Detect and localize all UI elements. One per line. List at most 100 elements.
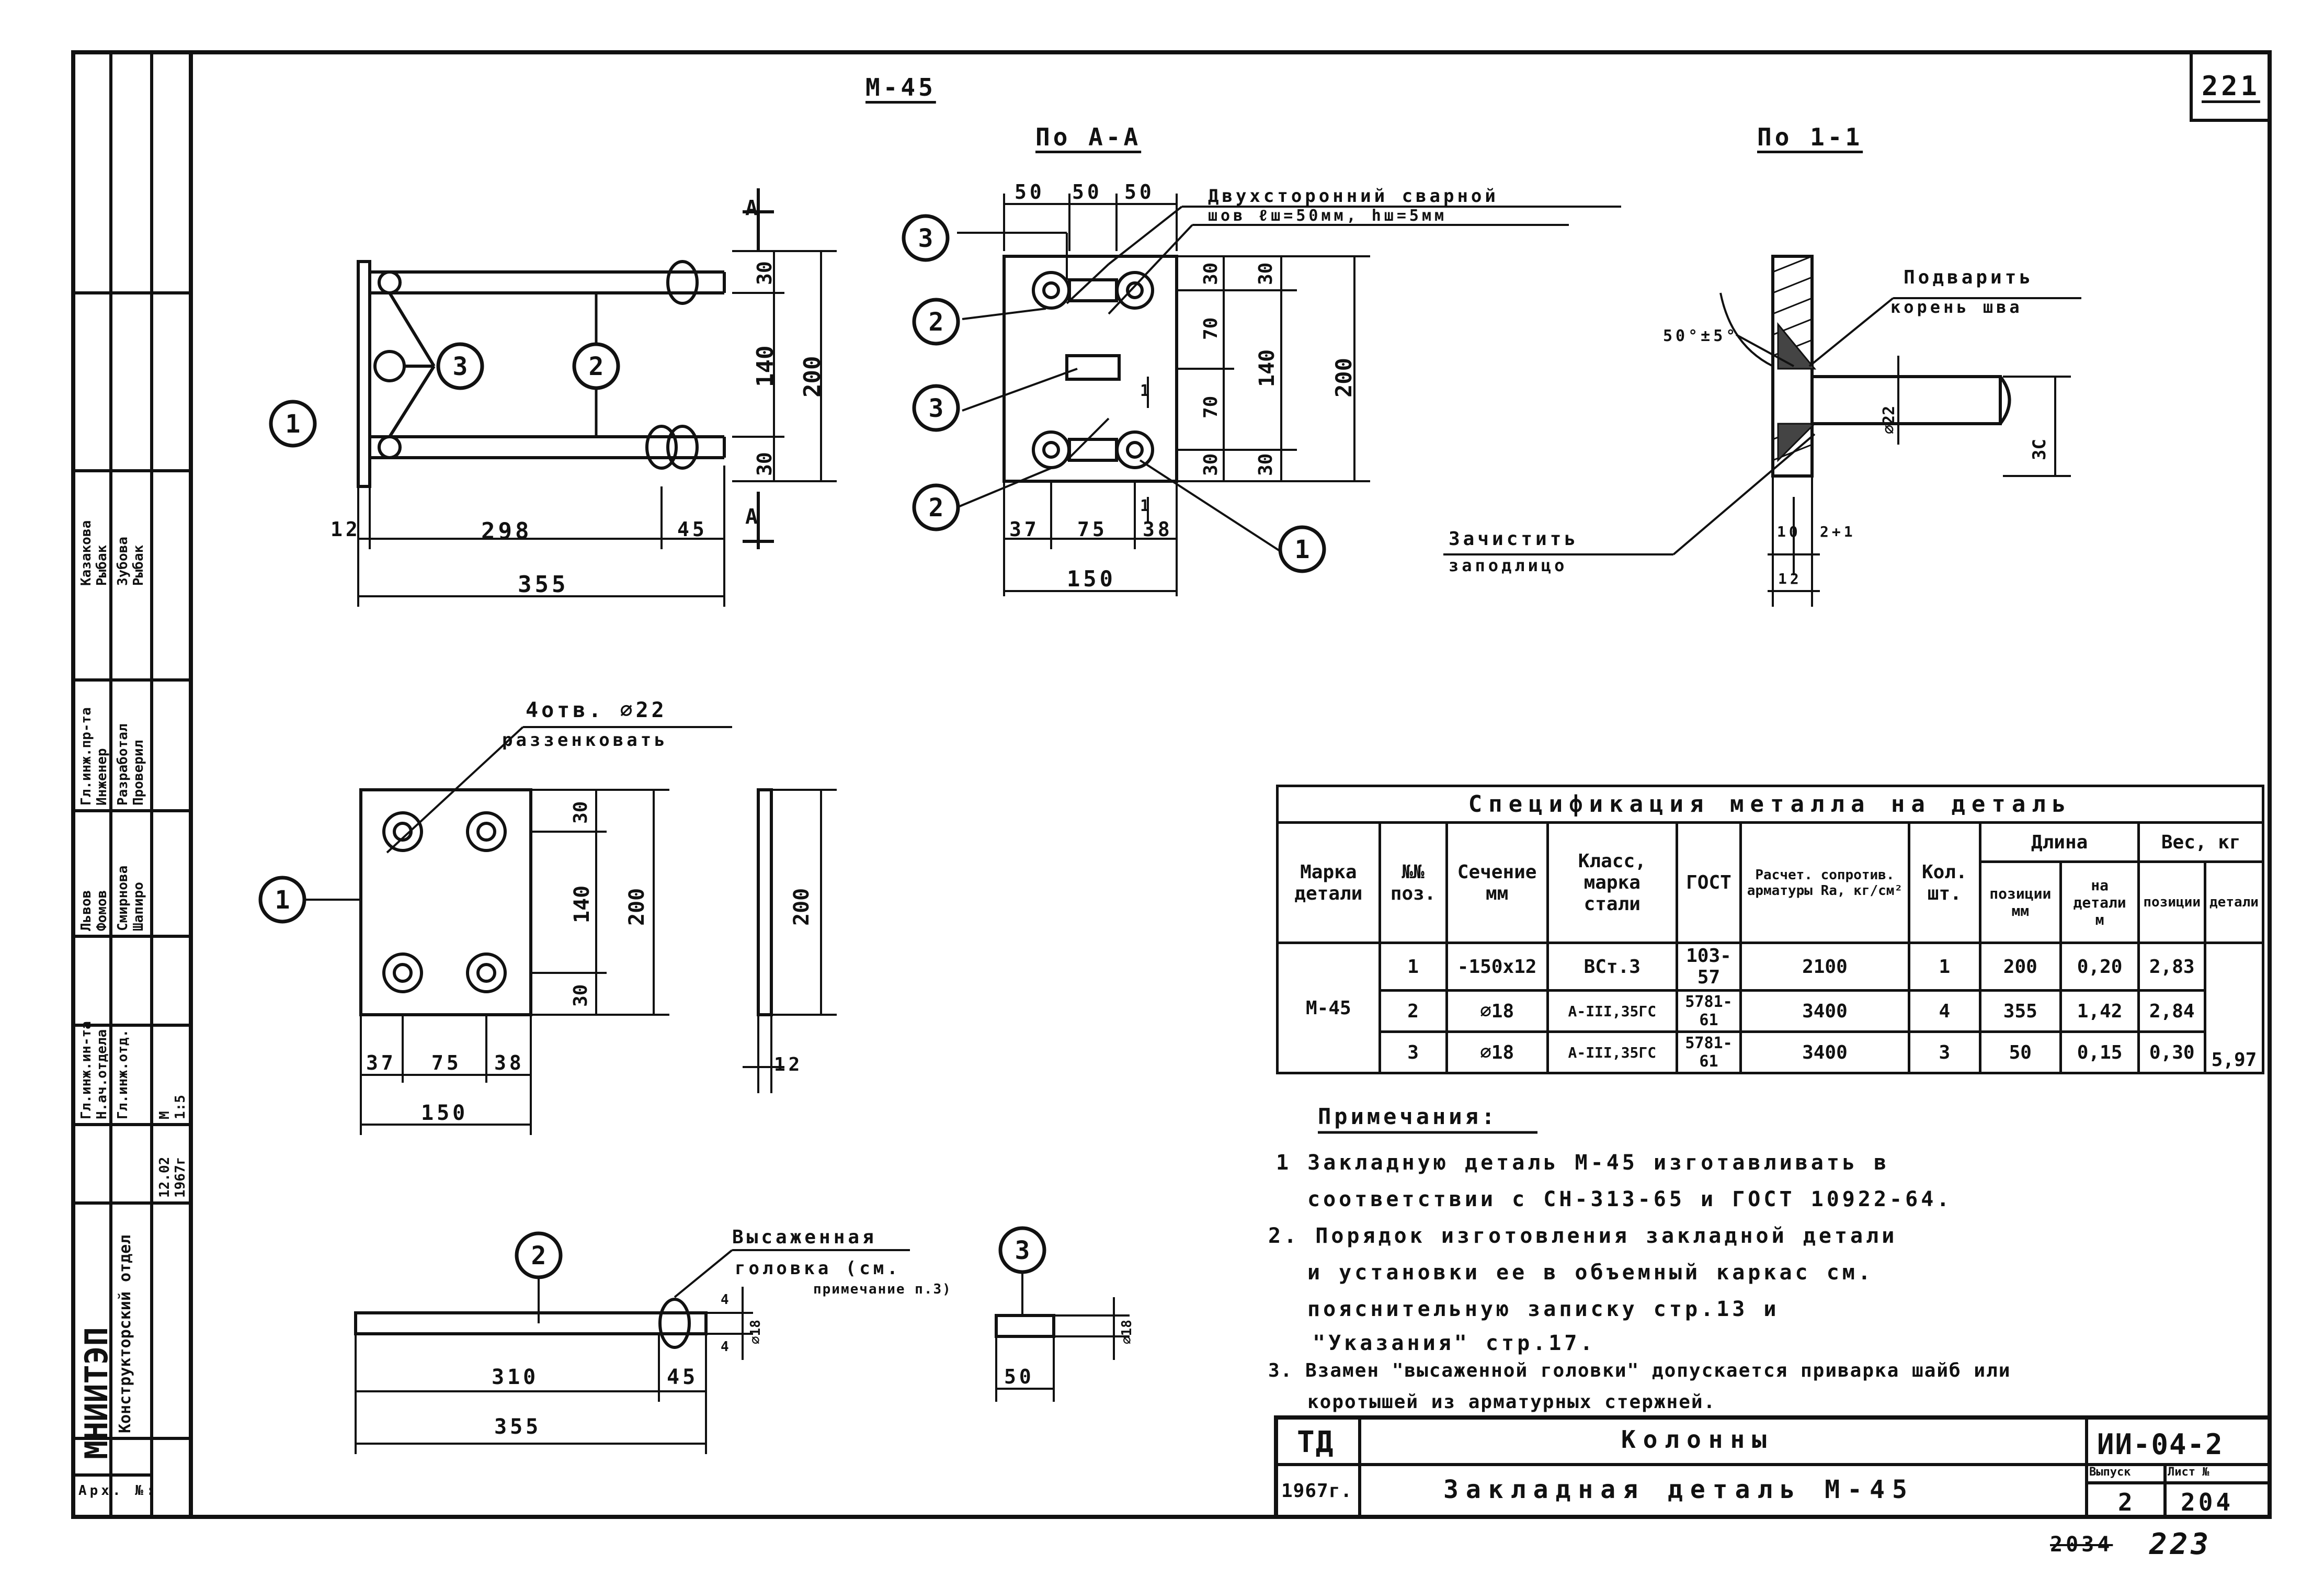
bottom-page: 223 (2149, 1527, 2212, 1561)
view-title-aa: По А-А (1035, 123, 1142, 151)
dim: 38 (494, 1051, 525, 1074)
spec-cell: 4 (1907, 989, 1981, 1033)
dim: 310 (492, 1365, 539, 1389)
callout-3: 3 (453, 352, 468, 381)
stamp-name: Шапиро (131, 882, 146, 931)
dim: 50 (1015, 180, 1045, 203)
dim: 2+1 (1820, 523, 1856, 540)
spec-header: на детали м (2059, 860, 2140, 944)
stamp-role: Разработал (115, 723, 131, 806)
notes-title: Примечания: (1318, 1104, 1498, 1129)
callout-2: 2 (531, 1241, 546, 1271)
spec-cell: 0,20 (2059, 942, 2140, 992)
stamp-name: Львов (78, 890, 94, 931)
dim: 200 (790, 888, 814, 926)
stamp-name: Фомов (94, 890, 110, 931)
spec-header: детали (2203, 860, 2265, 944)
spec-cell: 2100 (1739, 942, 1910, 992)
tb-code: ИИ-04-2 (2097, 1428, 2224, 1461)
dim: 200 (625, 888, 649, 926)
spec-cell: 5781-61 (1675, 1030, 1742, 1074)
stamp-date: 12.02 (157, 1156, 173, 1198)
spec-header: Класс, марка стали (1546, 821, 1678, 944)
dim: 355 (518, 571, 569, 598)
spec-header: позиции (2137, 860, 2206, 944)
dim: 75 (1077, 518, 1108, 541)
note-line: 3. Взамен "высаженной головки" допускает… (1268, 1360, 2011, 1381)
dim: 200 (799, 356, 826, 398)
upset-note-2: головка (см. (735, 1258, 901, 1279)
spec-cell: 2,84 (2137, 989, 2206, 1033)
spec-cell: 2 (1378, 989, 1448, 1033)
section-mark-1: 1 (1140, 497, 1153, 515)
spec-title: Спецификация металла на деталь (1276, 785, 2264, 824)
spec-mark: М-45 (1276, 942, 1381, 1074)
spec-cell: 1 (1378, 942, 1448, 992)
spec-header: Марка детали (1276, 821, 1381, 944)
spec-header: позиции мм (1978, 860, 2062, 944)
holes-note: 4отв. ⌀22 (526, 698, 667, 722)
dim: 30 (753, 452, 776, 476)
dim: 140 (1255, 349, 1279, 387)
angle-dim: 50°±5° (1663, 327, 1739, 345)
dim: 140 (752, 345, 779, 387)
section-mark-1: 1 (1140, 382, 1153, 400)
dim: 355 (494, 1415, 542, 1439)
dim: 30 (570, 984, 591, 1007)
spec-cell: 50 (1978, 1030, 2062, 1074)
root-weld-note-2: корень шва (1890, 297, 2023, 317)
org-name: МНИИТЭП (78, 1327, 115, 1459)
dim: 298 (481, 518, 532, 545)
spec-cell: 1,42 (2059, 989, 2140, 1033)
holes-note-2: раззенковать (502, 730, 668, 751)
callout-1: 1 (275, 886, 290, 915)
stamp-scale: 1:5 (173, 1095, 188, 1119)
spec-header: Длина (1978, 821, 2140, 863)
tb-sheet-label: Лист № (2168, 1466, 2209, 1479)
dim: 4 (721, 1292, 732, 1308)
callout-3: 3 (1015, 1236, 1030, 1265)
stamp-role: Инженер (94, 748, 110, 806)
callout-3: 3 (929, 394, 944, 423)
stamp-name: Смирнова (115, 865, 131, 931)
weld-note: Двухсторонний сварной (1208, 186, 1499, 207)
spec-header: №№ поз. (1378, 821, 1448, 944)
sheet-number: 221 (2202, 71, 2260, 102)
note-line: "Указания" стр.17. (1313, 1331, 1596, 1355)
spec-table: Спецификация металла на деталь Марка дет… (1276, 785, 2265, 1074)
dim: 45 (677, 518, 708, 541)
upset-note-3: примечание п.3) (813, 1281, 952, 1297)
spec-total: 5,97 (2203, 942, 2265, 1074)
spec-header: ГОСТ (1675, 821, 1742, 944)
dim: 50 (1072, 180, 1102, 203)
stamp-name: Рыбак (131, 545, 146, 586)
tb-year: 1967г. (1281, 1480, 1353, 1502)
spec-cell: 5781-61 (1675, 989, 1742, 1033)
stamp-role: Проверил (131, 740, 146, 806)
spec-cell: 3400 (1739, 1030, 1910, 1074)
dim: 50 (1124, 180, 1155, 203)
spec-cell: 355 (1978, 989, 2062, 1033)
section-mark-a: А (745, 196, 761, 220)
dim: 12 (774, 1054, 803, 1075)
callout-1: 1 (286, 410, 301, 439)
dim: ⌀18 (1119, 1320, 1135, 1344)
stamp-year: 1967г (173, 1156, 188, 1198)
note-line: и установки ее в объемный каркас см. (1307, 1261, 1874, 1285)
dim: 30 (1200, 453, 1222, 476)
tb-sheet: 204 (2181, 1488, 2234, 1516)
spec-cell: ⌀18 (1445, 989, 1549, 1033)
spec-cell: 0,15 (2059, 1030, 2140, 1074)
dim: 150 (421, 1101, 469, 1125)
dim: ⌀22 (1880, 405, 1898, 434)
root-weld-note: Подварить (1904, 267, 2034, 288)
left-stamp-border (71, 50, 193, 1519)
clean-note-2: заподлицо (1449, 555, 1568, 575)
stamp-name: Зубова (115, 537, 131, 586)
sheet-number-box (2190, 51, 2271, 122)
spec-cell: ⌀18 (1445, 1030, 1549, 1074)
dim: 150 (1067, 566, 1116, 592)
spec-cell: 0,30 (2137, 1030, 2206, 1074)
dim: 12 (331, 518, 361, 541)
tb-td: ТД (1297, 1425, 1335, 1459)
